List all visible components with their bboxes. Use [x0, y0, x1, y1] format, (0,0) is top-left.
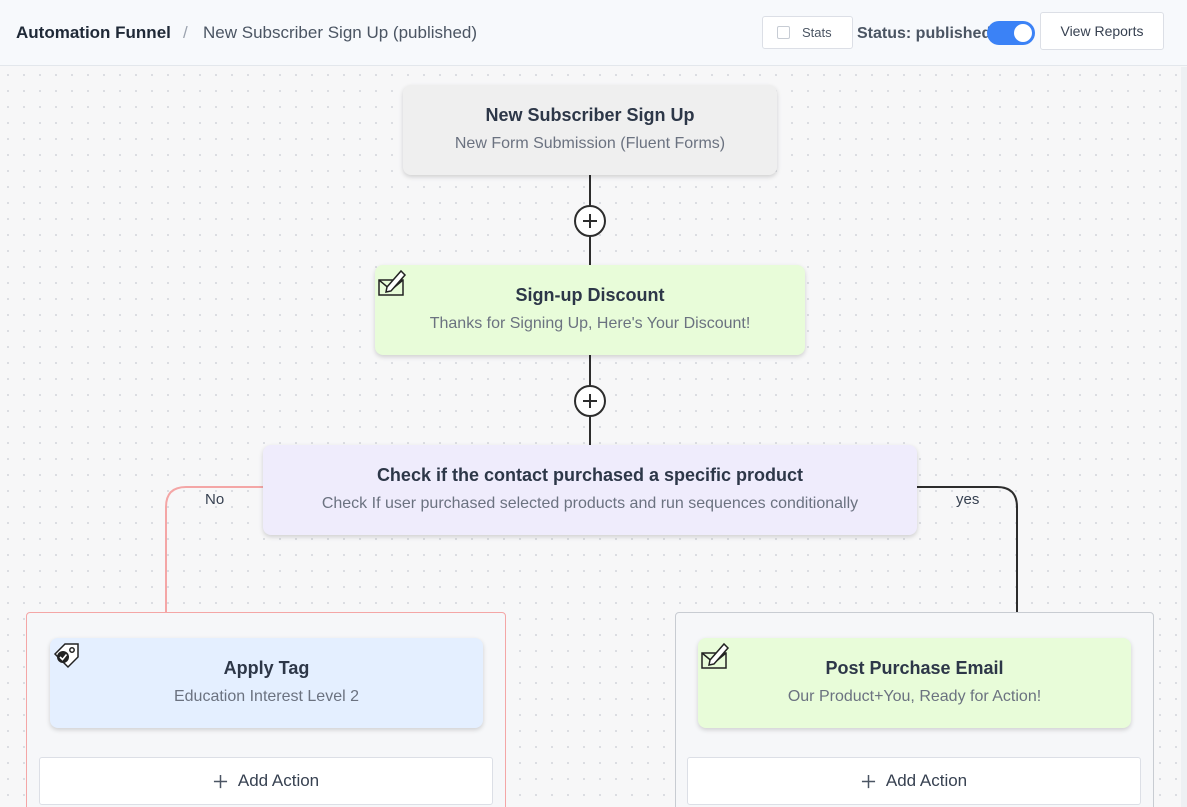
vertical-scrollbar[interactable] — [1181, 67, 1187, 807]
signup-discount-email-node[interactable]: Sign-up Discount Thanks for Signing Up, … — [375, 265, 805, 355]
apply-tag-node[interactable]: Apply Tag Education Interest Level 2 — [50, 638, 483, 728]
connector-no-branch — [165, 486, 263, 612]
stats-label: Stats — [802, 25, 832, 40]
tag-icon — [53, 643, 79, 669]
add-step-button-1[interactable] — [574, 205, 606, 237]
plus-icon — [583, 394, 597, 408]
add-action-button-no-branch[interactable]: Add Action — [39, 757, 493, 805]
email-edit-icon — [378, 269, 407, 296]
breadcrumb-current: New Subscriber Sign Up (published) — [203, 23, 478, 42]
breadcrumb-root[interactable]: Automation Funnel — [16, 23, 171, 42]
top-header: Automation Funnel / New Subscriber Sign … — [0, 0, 1187, 66]
stats-toggle-button[interactable]: Stats — [762, 16, 853, 49]
add-step-button-2[interactable] — [574, 385, 606, 417]
plus-icon — [861, 774, 875, 788]
apply-tag-subtitle: Education Interest Level 2 — [173, 688, 359, 705]
trigger-title: New Subscriber Sign Up — [485, 105, 695, 125]
post-purchase-subtitle: Our Product+You, Ready for Action! — [787, 688, 1042, 705]
status-toggle[interactable] — [987, 21, 1035, 45]
condition-title: Check if the contact purchased a specifi… — [376, 465, 804, 485]
step1-subtitle: Thanks for Signing Up, Here's Your Disco… — [429, 315, 751, 332]
trigger-subtitle: New Form Submission (Fluent Forms) — [454, 135, 726, 152]
automation-canvas[interactable]: No yes New Subscriber Sign Up New Form S… — [0, 67, 1181, 807]
connector-yes-branch — [917, 486, 1018, 612]
email-edit-icon — [701, 642, 730, 669]
status-label: Status: published — [857, 25, 992, 42]
no-branch-label: No — [205, 491, 225, 508]
post-purchase-email-node[interactable]: Post Purchase Email Our Product+You, Rea… — [698, 638, 1131, 728]
step1-title: Sign-up Discount — [515, 285, 665, 305]
status-toggle-knob — [1014, 24, 1032, 42]
plus-icon — [583, 214, 597, 228]
yes-branch-label: yes — [956, 491, 980, 508]
add-action-label: Add Action — [885, 771, 968, 790]
apply-tag-title: Apply Tag — [223, 658, 310, 678]
view-reports-button[interactable]: View Reports — [1040, 12, 1164, 50]
trigger-node[interactable]: New Subscriber Sign Up New Form Submissi… — [403, 85, 777, 175]
condition-subtitle: Check If user purchased selected product… — [321, 495, 859, 512]
post-purchase-title: Post Purchase Email — [825, 658, 1004, 678]
plus-icon — [213, 774, 227, 788]
breadcrumb-separator: / — [183, 23, 188, 42]
add-action-button-yes-branch[interactable]: Add Action — [687, 757, 1141, 805]
condition-node[interactable]: Check if the contact purchased a specifi… — [263, 445, 917, 535]
stats-checkbox[interactable] — [777, 26, 790, 39]
add-action-label: Add Action — [237, 771, 320, 790]
